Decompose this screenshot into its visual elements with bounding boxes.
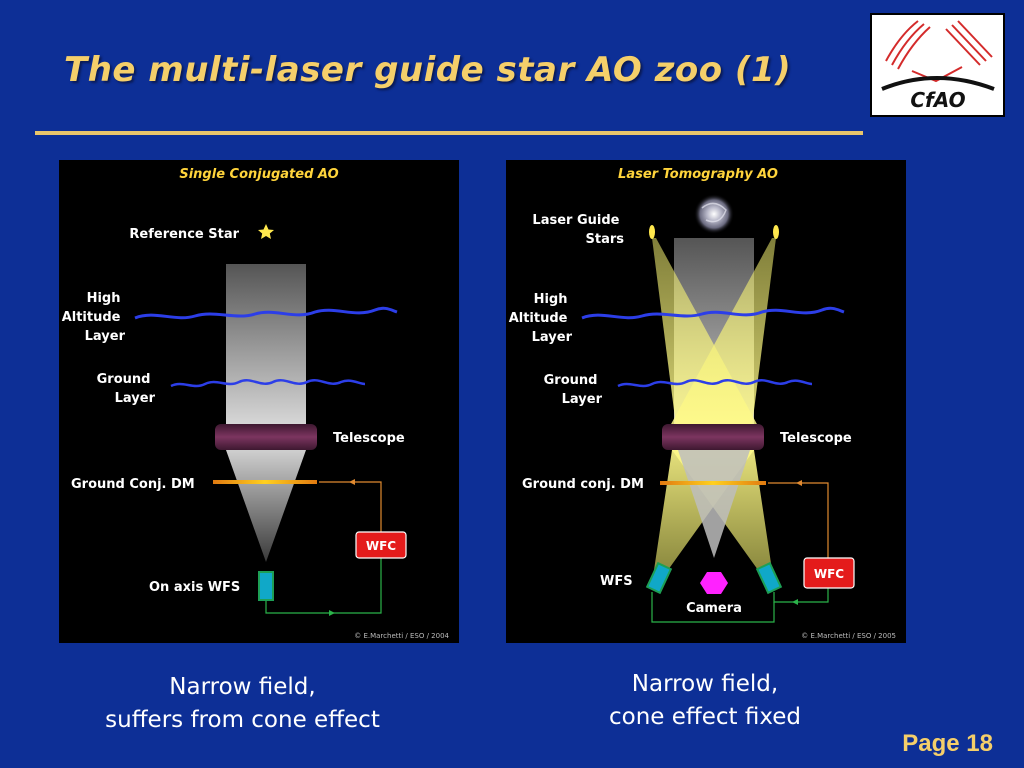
ltao-diagram: Laser Tomography AO Laser Guide Stars Hi… xyxy=(506,160,906,643)
scao-wfs-sensor xyxy=(258,571,274,601)
laser-guide-star-right xyxy=(773,225,779,239)
scao-beam xyxy=(226,264,306,426)
title-underline xyxy=(35,131,863,135)
scao-wfc-label: WFC xyxy=(366,539,396,553)
ltao-telescope xyxy=(662,424,764,450)
scao-telescope xyxy=(215,424,317,450)
ltao-ground-turbulence xyxy=(617,379,813,388)
scao-loop-arrow xyxy=(349,479,355,485)
scao-ground-layer-label: Ground Layer xyxy=(97,372,156,406)
logo-text: CfAO xyxy=(910,88,965,112)
ltao-high-layer-label: High Altitude Layer xyxy=(509,292,573,345)
ltao-wfc-label: WFC xyxy=(814,567,844,581)
scao-caption-line-2: suffers from cone effect xyxy=(105,707,380,733)
scao-control-loop xyxy=(265,481,382,614)
scao-ground-turbulence xyxy=(170,379,366,388)
ltao-wfc-box xyxy=(803,557,855,589)
scao-telescope-label: Telescope xyxy=(333,431,405,446)
lgs-label: Laser Guide Stars xyxy=(532,213,624,247)
laser-guide-star-left xyxy=(649,225,655,239)
scao-wfc-box xyxy=(355,531,407,559)
galaxy-arm xyxy=(701,202,727,223)
slide-title: The multi-laser guide star AO zoo (1) xyxy=(64,50,792,90)
ltao-caption-line-1: Narrow field, xyxy=(631,671,779,697)
ltao-credit: © E.Marchetti / ESO / 2005 xyxy=(801,632,896,640)
ltao-wfs-label: WFS xyxy=(600,574,633,589)
ltao-telescope-label: Telescope xyxy=(780,431,852,446)
scao-caption-line-1: Narrow field, xyxy=(169,674,316,700)
ltao-heading: Laser Tomography AO xyxy=(618,167,778,182)
galaxy-icon xyxy=(694,194,734,234)
scao-wfs-label: On axis WFS xyxy=(149,580,240,595)
scao-diagram: Single Conjugated AO Reference Star High… xyxy=(59,160,459,643)
scao-caption: Narrow field, suffers from cone effect xyxy=(60,671,425,737)
ltao-camera-icon xyxy=(700,572,728,594)
scao-high-altitude-turbulence xyxy=(134,306,398,320)
scao-converging-cone xyxy=(226,450,306,562)
scao-loop-arrow-green xyxy=(329,610,335,616)
ltao-loop-arrow-green xyxy=(792,599,798,605)
ltao-high-altitude-turbulence xyxy=(581,306,845,320)
reference-star-icon xyxy=(258,224,274,239)
cfao-logo: CfAO xyxy=(870,13,1005,117)
ltao-dm-label: Ground conj. DM xyxy=(522,477,644,492)
reference-star-label: Reference Star xyxy=(129,227,239,242)
ltao-laser-beam-right xyxy=(670,238,776,426)
ltao-ground-layer-label: Ground Layer xyxy=(544,373,603,407)
scao-high-layer-label: High Altitude Layer xyxy=(62,291,126,344)
ltao-deformable-mirror xyxy=(660,481,766,485)
ltao-wfs-right xyxy=(755,561,783,595)
ltao-wfs-left xyxy=(645,561,673,595)
ltao-control-loop xyxy=(651,482,829,623)
scao-credit: © E.Marchetti / ESO / 2004 xyxy=(354,632,449,640)
scao-deformable-mirror xyxy=(213,480,317,484)
ltao-science-cone xyxy=(678,450,750,558)
scao-heading: Single Conjugated AO xyxy=(179,167,338,182)
scao-dm-label: Ground Conj. DM xyxy=(71,477,195,492)
ltao-camera-label: Camera xyxy=(686,601,742,616)
ltao-caption-line-2: cone effect fixed xyxy=(608,704,802,730)
ltao-caption: Narrow field, cone effect fixed xyxy=(515,668,895,734)
page-number: Page 18 xyxy=(902,730,993,757)
cfao-logo-icon: CfAO xyxy=(881,20,995,112)
ltao-loop-arrow xyxy=(796,480,802,486)
